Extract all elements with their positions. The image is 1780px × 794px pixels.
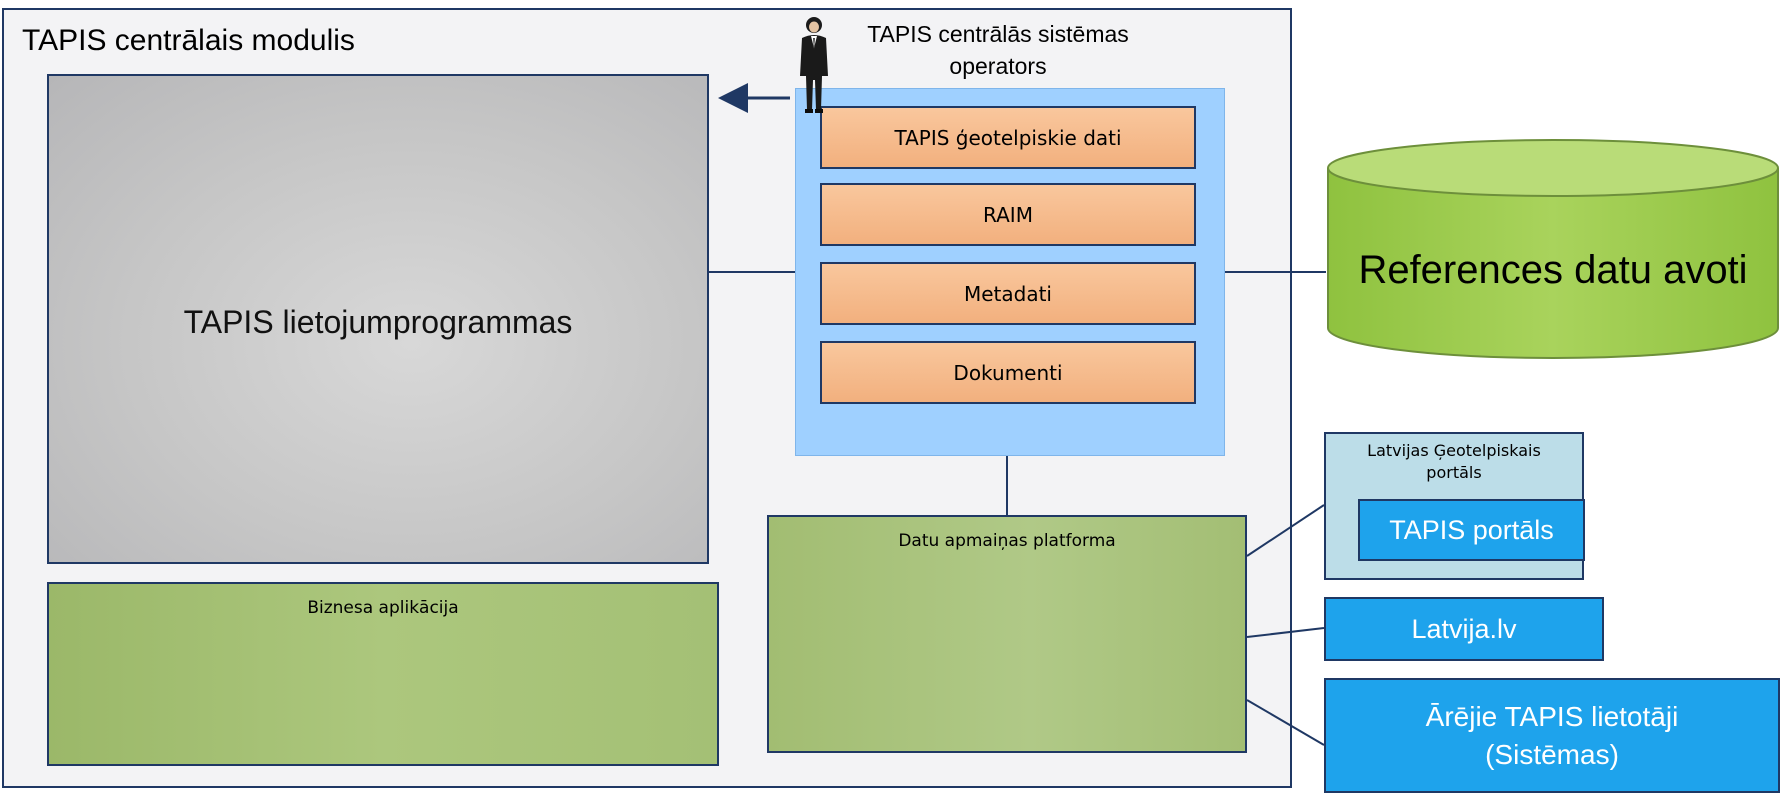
business-application-label: Biznesa aplikācija bbox=[307, 598, 459, 618]
geo-portal-title-line1: Latvijas Ģeotelpiskais bbox=[1367, 441, 1541, 460]
operator-label-line1: TAPIS centrālās sistēmas bbox=[867, 21, 1129, 47]
tapis-portal-box: TAPIS portāls bbox=[1358, 499, 1585, 561]
external-users-line1: Ārējie TAPIS lietotāji bbox=[1425, 700, 1679, 732]
geo-portal-title: Latvijas Ģeotelpiskais portāls bbox=[1324, 440, 1584, 484]
metadata-box: Metadati bbox=[820, 262, 1196, 325]
external-users-box: Ārējie TAPIS lietotāji (Sistēmas) bbox=[1324, 678, 1780, 793]
operator-label: TAPIS centrālās sistēmas operators bbox=[808, 18, 1188, 82]
external-users-line2: (Sistēmas) bbox=[1485, 738, 1619, 770]
raim-box: RAIM bbox=[820, 183, 1196, 246]
latvija-lv-box: Latvija.lv bbox=[1324, 597, 1604, 661]
geo-portal-title-line2: portāls bbox=[1426, 463, 1482, 482]
central-module-title: TAPIS centrālais modulis bbox=[22, 24, 355, 57]
operator-label-line2: operators bbox=[949, 53, 1047, 79]
business-application-box: Biznesa aplikācija bbox=[47, 582, 719, 766]
database-cylinder-icon bbox=[1327, 139, 1779, 359]
data-exchange-platform-label: Datu apmaiņas platforma bbox=[898, 531, 1116, 551]
reference-sources-label: References datu avoti bbox=[1358, 248, 1748, 292]
geospatial-data-box: TAPIS ģeotelpiskie dati bbox=[820, 106, 1196, 169]
data-exchange-platform-box: Datu apmaiņas platforma bbox=[767, 515, 1247, 753]
documents-box: Dokumenti bbox=[820, 341, 1196, 404]
applications-label: TAPIS lietojumprogrammas bbox=[183, 303, 573, 340]
person-icon bbox=[800, 17, 828, 113]
applications-box: TAPIS lietojumprogrammas bbox=[47, 74, 709, 564]
